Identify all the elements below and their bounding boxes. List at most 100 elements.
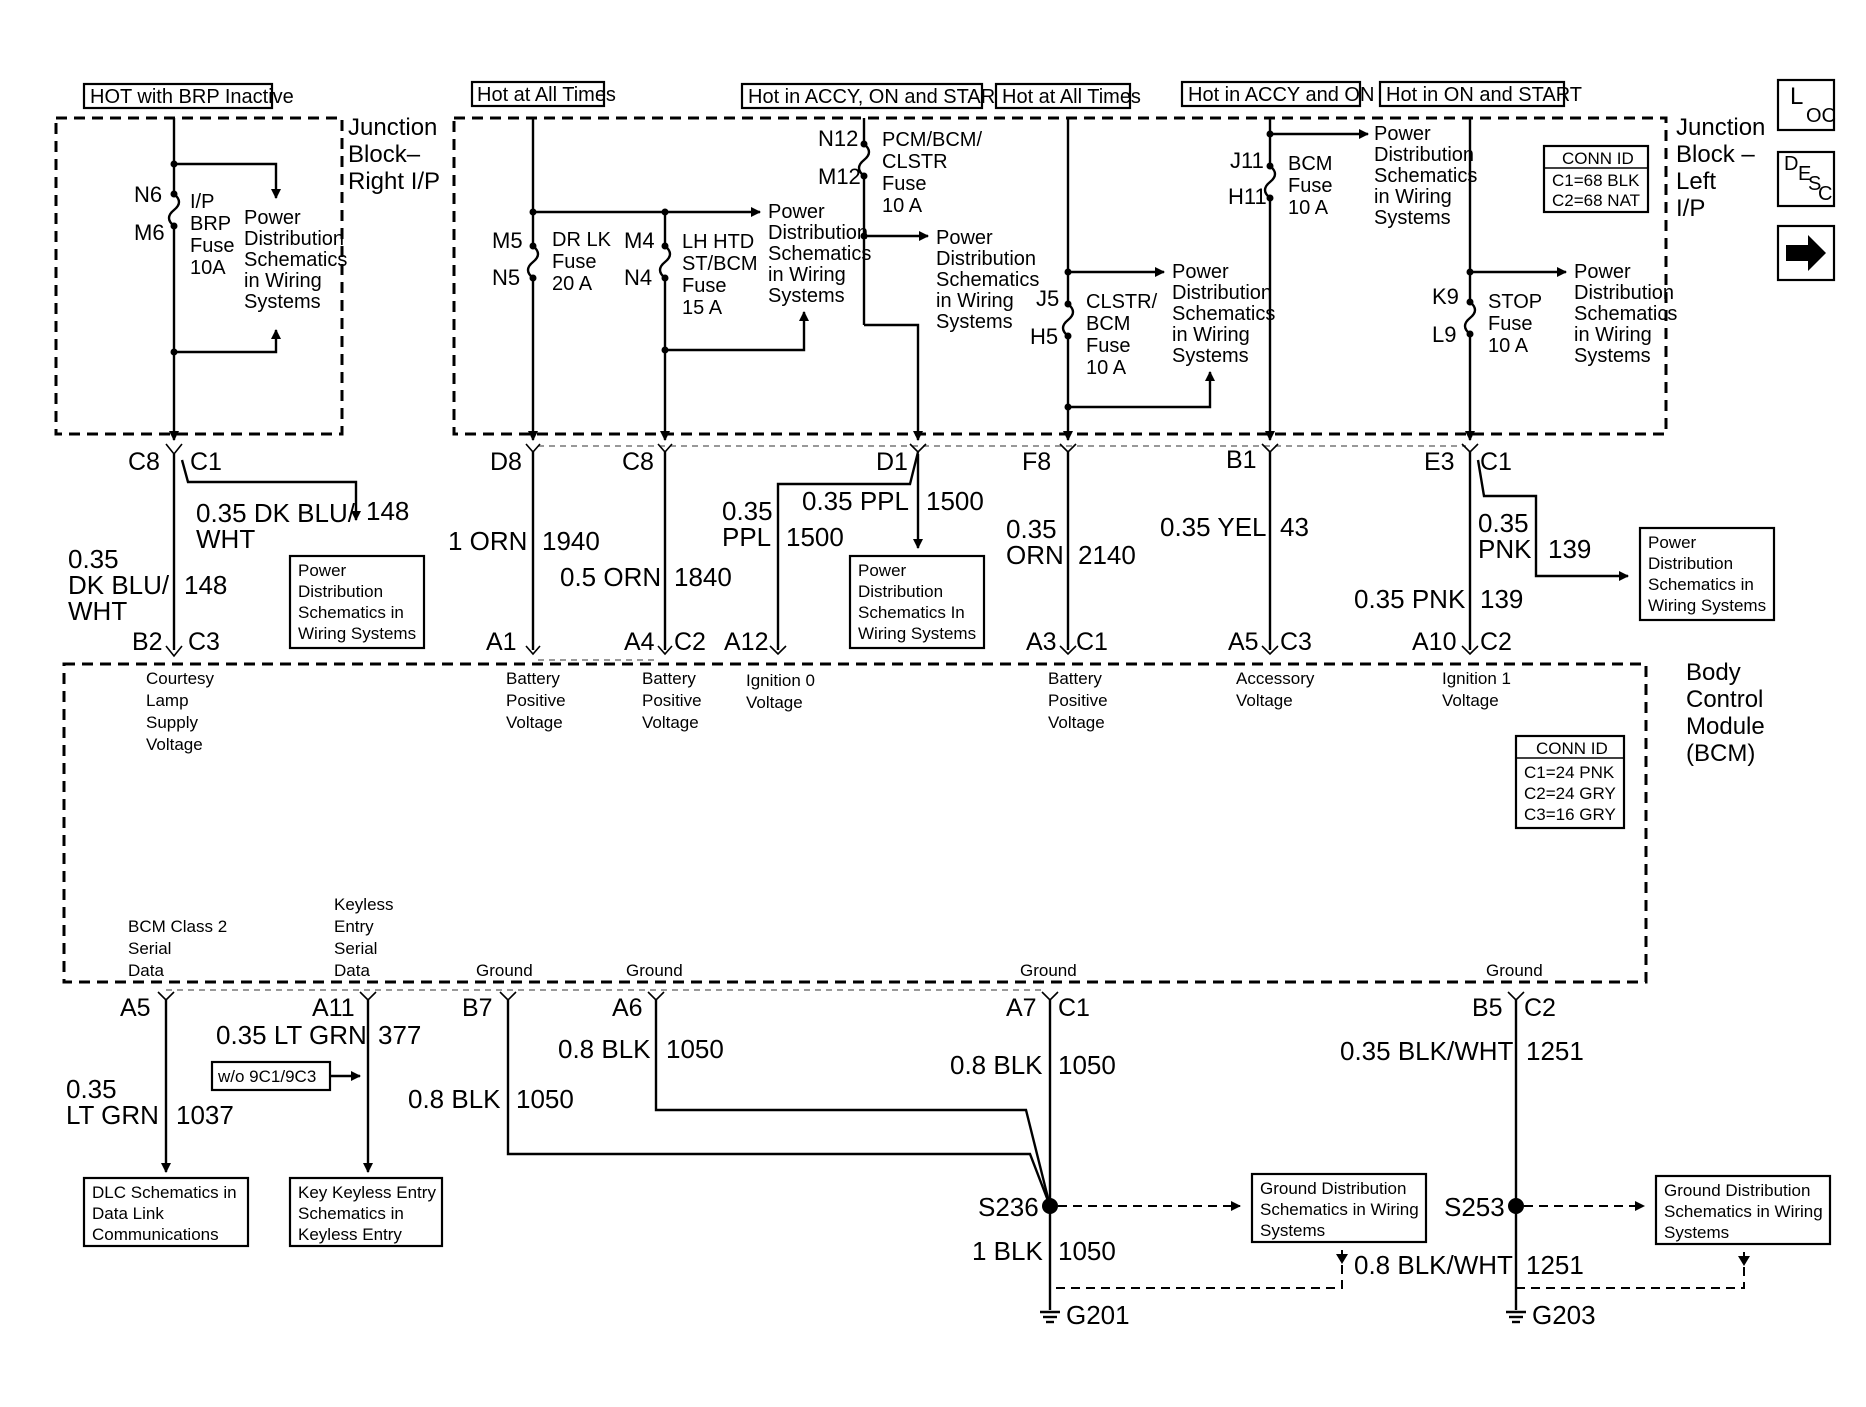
svg-text:Serial: Serial	[334, 939, 377, 958]
svg-text:C2: C2	[1480, 628, 1512, 656]
svg-text:C2: C2	[1524, 994, 1556, 1022]
wire-139-upper-label: 0.35 PNK 139	[1478, 508, 1591, 564]
svg-text:A10: A10	[1412, 628, 1456, 656]
svg-text:CLSTR: CLSTR	[882, 151, 948, 173]
svg-text:Ground Distribution: Ground Distribution	[1664, 1181, 1810, 1200]
svg-text:1940: 1940	[542, 526, 600, 556]
svg-text:DK BLU/: DK BLU/	[68, 570, 170, 600]
fuse-brp-label: I/P BRP Fuse 10A	[190, 191, 234, 279]
header-hot-accy-on-start-text: Hot in ACCY, ON and START	[748, 86, 1007, 108]
jb-connector-pins: C8 C1 D8 C8 D1 F8 B1 E3 C1	[128, 446, 1512, 476]
loc-sub-letters: OC	[1806, 105, 1836, 127]
ground-distribution-box-1[interactable]: Ground Distribution Schematics in Wiring…	[1250, 1172, 1428, 1244]
svg-text:Schematics: Schematics	[1172, 303, 1275, 325]
header-hot-all-2-text: Hot at All Times	[1002, 86, 1141, 108]
power-distribution-box-148[interactable]: Power Distribution Schematics in Wiring …	[288, 554, 426, 650]
svg-text:1050: 1050	[1058, 1050, 1116, 1080]
svg-text:PNK: PNK	[1478, 534, 1532, 564]
power-distribution-ref-3: Power Distribution Schematics in Wiring …	[936, 227, 1039, 333]
svg-text:15 A: 15 A	[682, 297, 723, 319]
svg-text:Power: Power	[1574, 261, 1631, 283]
description-nav-button[interactable]: D E S C	[1776, 150, 1836, 208]
svg-text:DR LK: DR LK	[552, 229, 612, 251]
svg-text:in Wiring: in Wiring	[244, 270, 322, 292]
svg-text:Power: Power	[1374, 123, 1431, 145]
svg-text:10 A: 10 A	[882, 195, 923, 217]
bcm-input-accessory: Accessory Voltage	[1236, 669, 1315, 710]
wire-1037-label: 0.35 LT GRN 1037	[66, 1074, 234, 1130]
wire-148-lower-label: 0.35 DK BLU/ WHT 148	[68, 544, 227, 626]
svg-text:1050: 1050	[666, 1034, 724, 1064]
svg-text:Power: Power	[1172, 261, 1229, 283]
bcm-input-battery-3: Battery Positive Voltage	[1048, 669, 1108, 732]
svg-text:Schematics in Wiring: Schematics in Wiring	[1664, 1202, 1823, 1221]
svg-text:Systems: Systems	[1664, 1223, 1729, 1242]
svg-text:1037: 1037	[176, 1100, 234, 1130]
svg-text:Fuse: Fuse	[1288, 175, 1332, 197]
svg-text:Fuse: Fuse	[682, 275, 726, 297]
svg-text:Fuse: Fuse	[1086, 335, 1130, 357]
splice-s253-dot	[1508, 1198, 1524, 1214]
ground-distribution-box-2[interactable]: Ground Distribution Schematics in Wiring…	[1654, 1174, 1832, 1246]
svg-text:Keyless Entry: Keyless Entry	[298, 1225, 402, 1244]
dlc-schematics-box[interactable]: DLC Schematics in Data Link Communicatio…	[82, 1176, 250, 1248]
svg-text:STOP: STOP	[1488, 291, 1542, 313]
fuse-pcm-label: PCM/BCM/ CLSTR Fuse 10 A	[882, 129, 982, 217]
header-hot-all-1: Hot at All Times	[470, 80, 616, 108]
junction-block-right-outline	[54, 116, 344, 436]
wire-139-lower-label: 0.35 PNK 139	[1354, 584, 1523, 614]
svg-text:B7: B7	[462, 994, 493, 1022]
splice-s236-dot	[1042, 1198, 1058, 1214]
header-hot-accy-on: Hot in ACCY and ON	[1180, 80, 1374, 108]
bcm-output-class2: BCM Class 2 Serial Data	[128, 917, 227, 980]
svg-text:Schematics in Wiring: Schematics in Wiring	[1260, 1200, 1419, 1219]
svg-text:A6: A6	[612, 994, 643, 1022]
svg-text:Accessory: Accessory	[1236, 669, 1315, 688]
svg-text:Key Keyless Entry: Key Keyless Entry	[298, 1183, 436, 1202]
power-distribution-box-139[interactable]: Power Distribution Schematics in Wiring …	[1638, 526, 1776, 622]
keyless-entry-box[interactable]: Key Keyless Entry Schematics in Keyless …	[288, 1176, 444, 1248]
svg-text:Schematics: Schematics	[244, 249, 347, 271]
svg-text:ST/BCM: ST/BCM	[682, 253, 758, 275]
svg-text:Systems: Systems	[936, 311, 1013, 333]
svg-text:A3: A3	[1026, 628, 1057, 656]
svg-text:Power: Power	[768, 201, 825, 223]
svg-text:Positive: Positive	[642, 691, 702, 710]
svg-text:Wiring Systems: Wiring Systems	[858, 624, 976, 643]
svg-text:10 A: 10 A	[1086, 357, 1127, 379]
wire-1500-right-label: 0.35 PPL 1500	[802, 486, 984, 516]
header-hot-brp: HOT with BRP Inactive	[82, 82, 294, 110]
bcm-input-courtesy: Courtesy Lamp Supply Voltage	[146, 669, 215, 754]
header-hot-on-start-text: Hot in ON and START	[1386, 84, 1582, 106]
fuse-brp-bottom-pin: M6	[134, 220, 165, 245]
svg-text:WHT: WHT	[196, 524, 255, 554]
next-page-button[interactable]	[1776, 224, 1836, 282]
power-distribution-box-1500[interactable]: Power Distribution Schematics In Wiring …	[848, 554, 986, 650]
fuse-stop-top-pin: K9	[1432, 284, 1459, 309]
junction-block-left-title: Junction Block – Left I/P	[1676, 114, 1765, 222]
svg-text:(BCM): (BCM)	[1686, 740, 1755, 767]
svg-text:43: 43	[1280, 512, 1309, 542]
svg-text:A1: A1	[486, 628, 517, 656]
svg-text:ORN: ORN	[1006, 540, 1064, 570]
svg-text:C1: C1	[1058, 994, 1090, 1022]
svg-text:Distribution: Distribution	[244, 228, 344, 250]
svg-text:B1: B1	[1226, 446, 1257, 474]
svg-text:LT GRN: LT GRN	[66, 1100, 159, 1130]
svg-text:Ignition 0: Ignition 0	[746, 671, 815, 690]
svg-text:I/P: I/P	[190, 191, 214, 213]
svg-text:I/P: I/P	[1676, 195, 1705, 222]
svg-text:C8: C8	[128, 448, 160, 476]
svg-text:Systems: Systems	[1260, 1221, 1325, 1240]
svg-text:CLSTR/: CLSTR/	[1086, 291, 1158, 313]
location-nav-button[interactable]: L OC	[1776, 78, 1836, 132]
bcm-input-battery-2: Battery Positive Voltage	[642, 669, 702, 732]
svg-text:Schematics in: Schematics in	[298, 603, 404, 622]
svg-text:Power: Power	[1648, 533, 1697, 552]
svg-text:Body: Body	[1686, 659, 1741, 686]
svg-text:C2=24 GRY: C2=24 GRY	[1524, 784, 1616, 803]
wire-1050-b7-label: 0.8 BLK 1050	[408, 1084, 574, 1114]
svg-text:Data Link: Data Link	[92, 1204, 164, 1223]
svg-text:A11: A11	[312, 994, 355, 1022]
wire-1840-label: 0.5 ORN 1840	[560, 562, 732, 592]
